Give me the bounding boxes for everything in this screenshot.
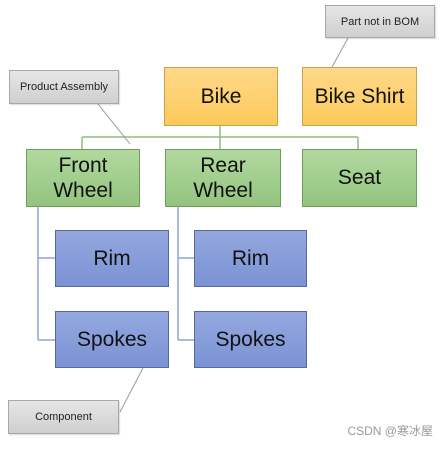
node-rear-rim-label: Rim	[231, 246, 270, 270]
node-bike: Bike	[164, 67, 278, 126]
node-rear-wheel-label: Rear Wheel	[193, 153, 253, 202]
callout-product-assembly-label: Product Assembly	[19, 81, 109, 93]
pointer-part-not-in-bom	[331, 37, 349, 68]
node-seat-label: Seat	[337, 166, 382, 190]
node-rear-rim: Rim	[194, 230, 307, 287]
node-front-rim: Rim	[55, 230, 169, 287]
node-front-rim-label: Rim	[93, 246, 131, 270]
node-seat: Seat	[302, 149, 417, 207]
watermark: CSDN @寒冰屋	[347, 424, 433, 438]
node-bike-shirt: Bike Shirt	[302, 67, 417, 126]
node-front-spokes: Spokes	[55, 311, 169, 368]
callout-part-not-in-bom: Part not in BOM	[325, 5, 435, 38]
node-front-wheel-label: Front Wheel	[53, 153, 113, 202]
node-bike-shirt-label: Bike Shirt	[314, 84, 405, 108]
pointer-component	[119, 367, 144, 413]
callout-component: Component	[8, 400, 119, 434]
callout-component-label: Component	[35, 411, 92, 423]
node-rear-spokes-label: Spokes	[215, 327, 286, 351]
node-rear-spokes: Spokes	[194, 311, 307, 368]
node-bike-label: Bike	[200, 84, 242, 108]
callout-part-not-in-bom-label: Part not in BOM	[340, 15, 420, 28]
pointer-product-assembly	[97, 103, 131, 145]
callout-product-assembly: Product Assembly	[9, 70, 119, 104]
node-front-spokes-label: Spokes	[76, 327, 148, 351]
node-front-wheel: Front Wheel	[26, 149, 140, 207]
node-rear-wheel: Rear Wheel	[165, 149, 281, 207]
